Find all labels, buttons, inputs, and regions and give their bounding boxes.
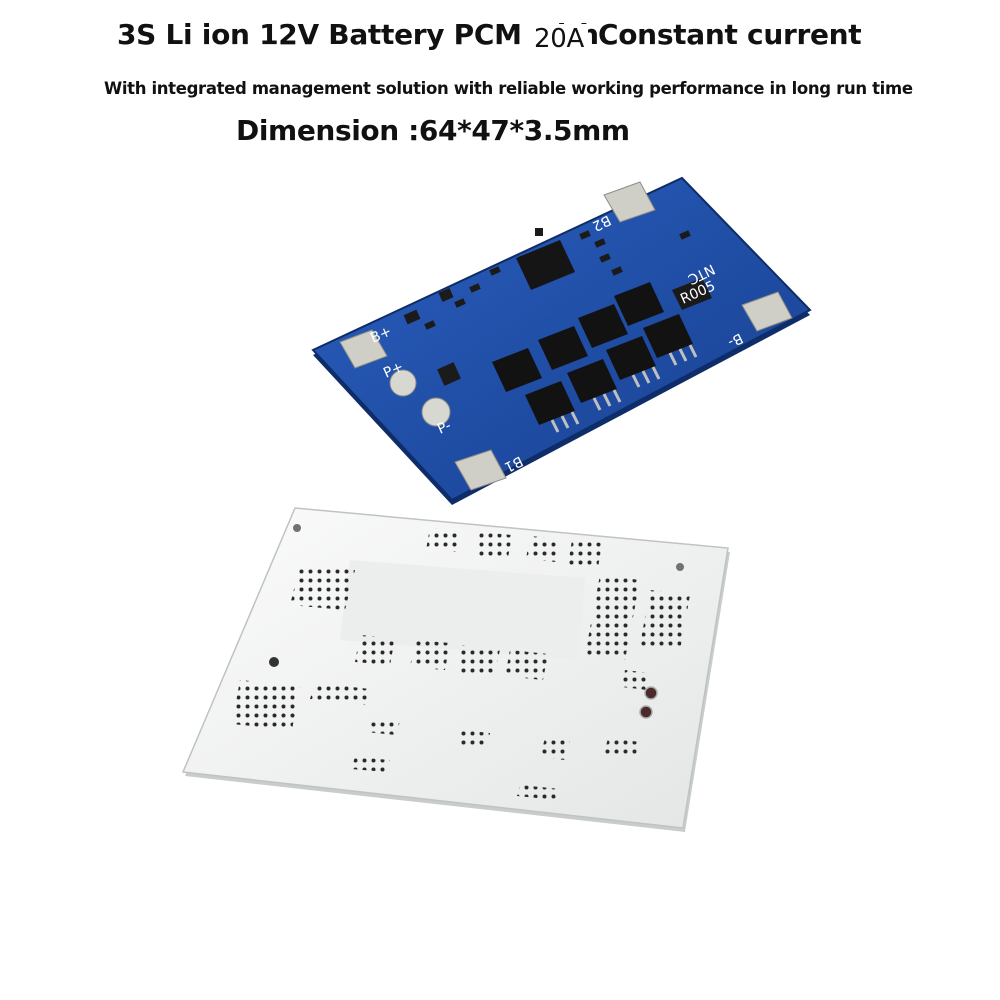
- mosfet: [614, 282, 664, 326]
- mosfet: [643, 314, 693, 358]
- product-dimension: Dimension :64*47*3.5mm: [236, 114, 630, 147]
- front-board: B+ B- B1 B2 P+ P- NTC R005: [311, 176, 812, 505]
- mosfet: [567, 359, 617, 403]
- label-b-plus: B+: [368, 323, 394, 346]
- controller-ic: [516, 240, 575, 290]
- label-b-minus: B-: [725, 329, 745, 350]
- front-board-pads: [339, 181, 793, 491]
- mosfet: [578, 304, 628, 348]
- smd-components: [403, 228, 691, 386]
- mosfet: [492, 348, 542, 392]
- mosfet: [525, 381, 575, 425]
- back-board: [181, 507, 730, 832]
- back-board-via-patterns: [232, 528, 690, 800]
- p-minus-pad: [421, 397, 451, 427]
- mosfet: [538, 326, 588, 370]
- mosfet-array: [492, 282, 698, 433]
- label-p-minus: P-: [435, 418, 454, 438]
- title-part-2: Constant current: [598, 18, 862, 51]
- p-plus-pad: [389, 369, 417, 397]
- label-b1: B1: [502, 452, 526, 474]
- shunt-resistor: [672, 278, 712, 310]
- label-p-plus: P+: [381, 359, 406, 382]
- product-subtitle: With integrated management solution with…: [104, 79, 913, 98]
- title-current-rating: 20A: [530, 24, 588, 54]
- title-part-1: 3S Li ion 12V Battery PCM with: [117, 18, 599, 51]
- mosfet: [606, 336, 656, 380]
- label-b2: B2: [590, 211, 614, 233]
